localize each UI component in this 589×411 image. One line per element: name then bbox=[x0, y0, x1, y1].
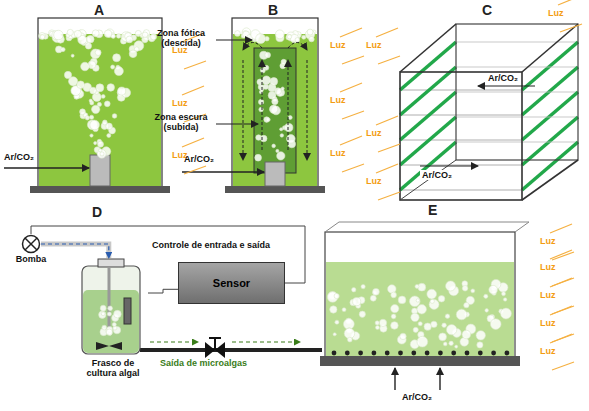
light-label: Luz bbox=[330, 95, 346, 105]
pump-circle bbox=[21, 234, 41, 254]
light-label: Luz bbox=[366, 40, 382, 50]
box-label: Sensor bbox=[213, 277, 250, 290]
light-label: Luz bbox=[330, 40, 346, 50]
panel-b bbox=[182, 18, 325, 193]
part-label: Saída de microalgas bbox=[160, 358, 247, 368]
part-label: Ar/CO₂ bbox=[402, 392, 432, 402]
panel-c bbox=[400, 24, 578, 200]
panel-e bbox=[320, 222, 529, 390]
panel-letter: E bbox=[428, 202, 437, 218]
part-label: Controle de entrada e saída bbox=[152, 240, 270, 250]
light-label: Luz bbox=[540, 262, 556, 272]
light-label: Luz bbox=[540, 290, 556, 300]
light-label: Luz bbox=[172, 98, 188, 108]
node-caption: Frasco de cultura algal bbox=[78, 358, 148, 379]
part-label: Ar/CO₂ bbox=[184, 154, 214, 164]
panel-letter: B bbox=[268, 2, 278, 18]
node-caption: Bomba bbox=[14, 254, 48, 264]
part-label: Zona fótica (descida) bbox=[148, 28, 214, 49]
light-label: Luz bbox=[548, 8, 564, 18]
sensor-box: Sensor bbox=[178, 262, 285, 304]
light-label: Luz bbox=[366, 128, 382, 138]
control-line bbox=[148, 289, 178, 293]
part-label: Ar/CO₂ bbox=[4, 152, 34, 162]
part-label: Ar/CO₂ bbox=[486, 73, 520, 83]
panel-letter: D bbox=[92, 204, 102, 220]
light-label: Luz bbox=[540, 346, 556, 356]
pump-pipe bbox=[41, 244, 109, 258]
pump-symbol: Bomba bbox=[14, 234, 48, 264]
panel-a bbox=[4, 18, 170, 193]
light-label: Luz bbox=[330, 148, 346, 158]
panel-letter: C bbox=[482, 2, 492, 18]
light-label: Luz bbox=[540, 318, 556, 328]
light-label: Luz bbox=[540, 236, 556, 246]
part-label: Ar/CO₂ bbox=[420, 170, 454, 180]
culture-flask: Frasco de cultura algal bbox=[78, 258, 148, 379]
flask-drawing bbox=[78, 258, 148, 358]
light-label: Luz bbox=[366, 176, 382, 186]
part-label: Zona escura (subida) bbox=[148, 112, 214, 133]
panel-d bbox=[140, 338, 322, 358]
panel-letter: A bbox=[94, 2, 104, 18]
